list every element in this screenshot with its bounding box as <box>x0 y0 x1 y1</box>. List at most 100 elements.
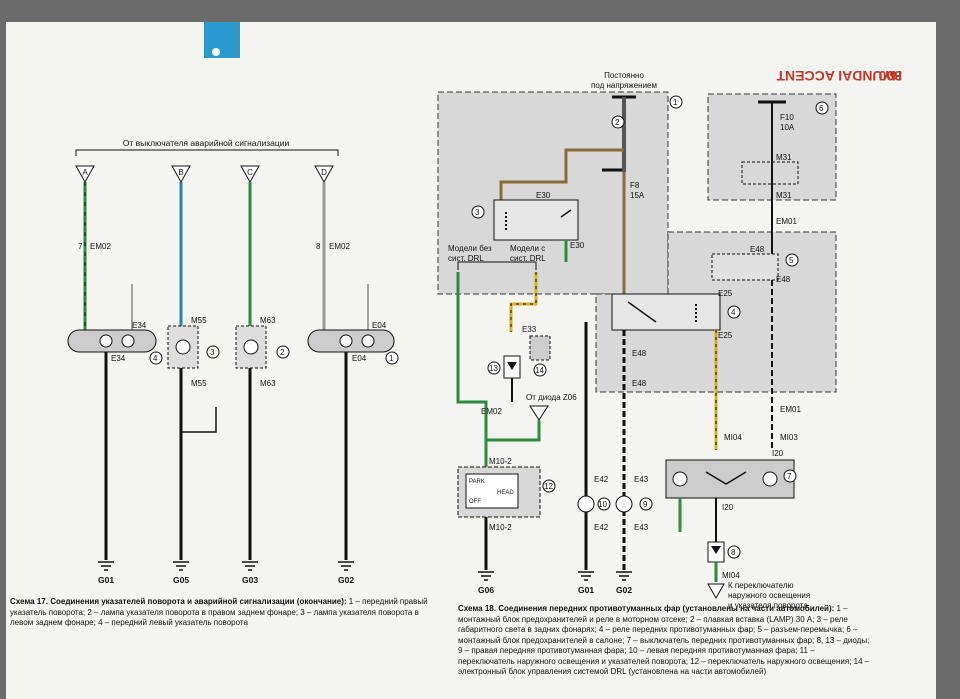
ground-g05: G05 <box>173 561 189 585</box>
wiring-diagrams: От выключателя аварийной сигнализации A … <box>67 22 837 610</box>
svg-text:G06: G06 <box>478 585 494 595</box>
svg-text:под напряжением: под напряжением <box>591 81 657 90</box>
svg-text:и указателя поворота: и указателя поворота <box>728 601 808 610</box>
svg-text:EM01: EM01 <box>776 217 797 226</box>
svg-text:E34: E34 <box>132 321 147 330</box>
svg-text:M55: M55 <box>191 379 207 388</box>
svg-text:D: D <box>321 168 327 177</box>
svg-text:F10: F10 <box>780 113 794 122</box>
svg-text:M31: M31 <box>776 191 792 200</box>
svg-text:EM02: EM02 <box>481 407 502 416</box>
svg-text:E04: E04 <box>372 321 387 330</box>
brand-title: HYUNDAI ACCENT <box>776 68 902 84</box>
svg-text:3: 3 <box>475 208 480 217</box>
svg-text:EM01: EM01 <box>780 405 801 414</box>
svg-text:E30: E30 <box>536 191 551 200</box>
ground-g01: G01 <box>98 561 114 585</box>
svg-text:E42: E42 <box>594 523 609 532</box>
svg-text:К переключателю: К переключателю <box>728 581 794 590</box>
svg-text:M63: M63 <box>260 316 276 325</box>
svg-text:G01: G01 <box>578 585 594 595</box>
diode-8: 8 <box>707 541 741 563</box>
diode-13: 13 <box>487 355 521 379</box>
svg-text:15A: 15A <box>630 191 645 200</box>
connector-a: A <box>75 165 95 184</box>
svg-text:3: 3 <box>210 348 215 357</box>
right-rear-turn-lamp: M63 M63 2 <box>235 316 290 388</box>
right-fog-lamp: E43 E43 9 <box>615 475 653 532</box>
svg-text:EM02: EM02 <box>329 242 350 251</box>
svg-text:MI03: MI03 <box>780 433 798 442</box>
svg-text:MI04: MI04 <box>724 433 742 442</box>
svg-text:13: 13 <box>489 364 498 373</box>
svg-text:M31: M31 <box>776 153 792 162</box>
svg-text:9: 9 <box>643 500 648 509</box>
engine-fuse-block <box>437 91 669 295</box>
svg-text:M10-2: M10-2 <box>489 523 512 532</box>
svg-text:E30: E30 <box>570 241 585 250</box>
svg-text:1: 1 <box>673 98 678 107</box>
svg-text:E33: E33 <box>522 325 537 334</box>
svg-text:14: 14 <box>535 366 544 375</box>
hazard-title: От выключателя аварийной сигнализации <box>123 138 290 148</box>
svg-text:5: 5 <box>789 256 794 265</box>
svg-text:F8: F8 <box>630 181 640 190</box>
svg-text:От диода Z06: От диода Z06 <box>526 393 577 402</box>
caption-18-text: 1 – монтажный блок предохранителей и рел… <box>458 604 870 676</box>
ground-g02-right: G02 <box>616 571 632 595</box>
svg-text:E43: E43 <box>634 523 649 532</box>
right-front-turn-indicator: E04 E04 1 <box>307 321 399 365</box>
svg-text:E25: E25 <box>718 331 733 340</box>
svg-text:C: C <box>247 168 253 177</box>
svg-text:2: 2 <box>615 118 620 127</box>
svg-text:E42: E42 <box>594 475 609 484</box>
svg-text:A: A <box>82 168 88 177</box>
connector-c: C <box>240 165 260 184</box>
svg-text:E34: E34 <box>111 354 126 363</box>
svg-text:G02: G02 <box>616 585 632 595</box>
svg-text:6: 6 <box>819 104 824 113</box>
svg-text:OFF: OFF <box>469 499 481 505</box>
tail-light-relay: E30 E30 3 <box>471 191 585 250</box>
svg-text:G02: G02 <box>338 575 354 585</box>
connector-d: D <box>314 165 334 184</box>
svg-text:2: 2 <box>280 348 285 357</box>
connector-b: B <box>171 165 191 184</box>
svg-text:PARK: PARK <box>469 479 485 485</box>
left-rear-turn-lamp: M55 M55 3 <box>167 316 220 388</box>
svg-text:сист. DRL: сист. DRL <box>448 254 484 263</box>
svg-text:Модели с: Модели с <box>510 244 545 253</box>
section-tab <box>204 22 240 58</box>
svg-text:7: 7 <box>78 242 83 251</box>
svg-text:G05: G05 <box>173 575 189 585</box>
drl-control-unit <box>529 335 551 361</box>
svg-text:G01: G01 <box>98 575 114 585</box>
ground-g01-right: G01 <box>578 571 594 595</box>
svg-text:4: 4 <box>153 354 158 363</box>
svg-text:E48: E48 <box>776 275 791 284</box>
svg-text:Модели без: Модели без <box>448 244 492 253</box>
svg-text:I20: I20 <box>772 449 784 458</box>
svg-text:E48: E48 <box>632 349 647 358</box>
svg-text:12: 12 <box>544 482 553 491</box>
svg-text:EM02: EM02 <box>90 242 111 251</box>
svg-text:8: 8 <box>731 548 736 557</box>
svg-text:4: 4 <box>731 308 736 317</box>
svg-text:Постоянно: Постоянно <box>604 71 644 80</box>
caption-17-title: Схема 17. Соединения указателей поворота… <box>10 597 347 606</box>
svg-text:E43: E43 <box>634 475 649 484</box>
svg-text:1: 1 <box>389 354 394 363</box>
fog-lamp-switch: I20 I20 7 <box>665 449 797 512</box>
scheme-17: От выключателя аварийной сигнализации A … <box>67 138 399 585</box>
svg-text:M10-2: M10-2 <box>489 457 512 466</box>
manual-page: От выключателя аварийной сигнализации A … <box>6 22 936 699</box>
ground-g02: G02 <box>338 561 354 585</box>
headlight-switch: PARK HEAD OFF M10-2 M10-2 12 <box>457 457 556 532</box>
svg-text:E48: E48 <box>632 379 647 388</box>
svg-text:M63: M63 <box>260 379 276 388</box>
svg-text:8: 8 <box>316 242 321 251</box>
caption-17-text: 1 – передний правый указатель поворота; … <box>10 597 428 627</box>
svg-text:HEAD: HEAD <box>497 490 514 496</box>
svg-text:E48: E48 <box>750 245 765 254</box>
ground-g03: G03 <box>242 561 258 585</box>
